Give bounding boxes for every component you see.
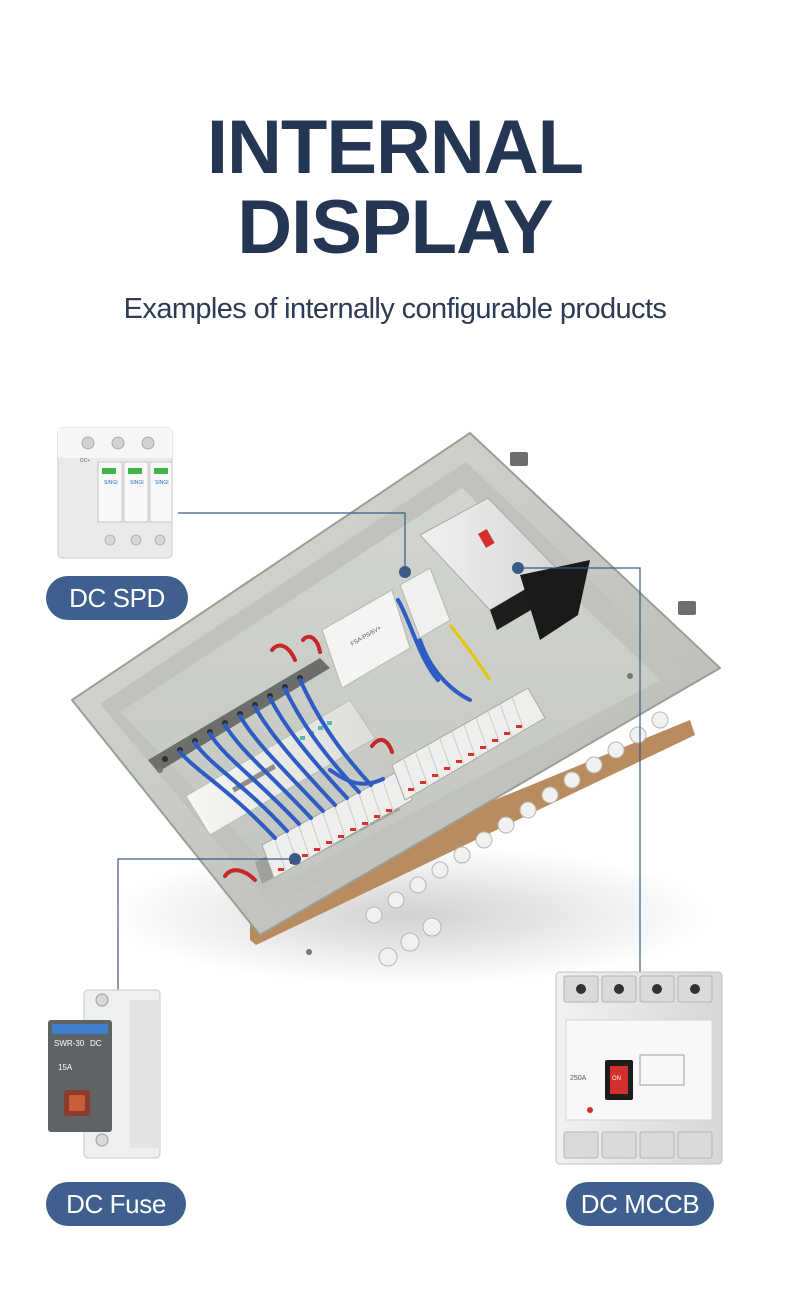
callout-dot-mccb <box>512 562 524 574</box>
dc-spd-label: DC SPD <box>46 576 188 620</box>
blue-wires <box>178 678 385 840</box>
spd-product: DC+ SINGI SINGI SINGI <box>57 427 173 559</box>
fuse-type: DC <box>90 1039 102 1048</box>
upper-blue-wires <box>396 598 472 702</box>
internal-spd <box>399 567 451 639</box>
fuse-rating: 15A <box>58 1063 73 1072</box>
dc-mccb-label: DC MCCB <box>566 1182 714 1226</box>
internal-mccb <box>419 497 590 640</box>
red-wires <box>223 634 394 882</box>
enclosure: FSA-PS/6V+ <box>70 431 722 985</box>
fuse-product: SWR-30 DC 15A <box>48 989 161 1159</box>
hinge-right <box>678 601 696 615</box>
spd-brand-3: SINGI <box>155 480 169 486</box>
enclosure-base-edge <box>250 720 695 945</box>
fuse-model: SWR-30 <box>54 1039 85 1048</box>
title-line-2: DISPLAY <box>237 185 553 270</box>
panel-screws <box>157 673 633 955</box>
callout-line-fuse <box>117 858 295 990</box>
page-title: INTERNAL DISPLAY <box>0 108 790 268</box>
cable-glands <box>365 711 669 967</box>
hinge-top <box>510 452 528 466</box>
spd-brand-2: SINGI <box>130 480 144 486</box>
spd-brand-1: SINGI <box>104 480 118 486</box>
callout-line-mccb <box>518 567 641 975</box>
spd-pole-label: DC+ <box>80 458 90 464</box>
mccb-rating: 250A <box>570 1075 587 1082</box>
mccb-switch-text: ON <box>612 1076 621 1082</box>
earth-wire <box>448 624 492 681</box>
fuse-holder-row-right <box>391 687 546 801</box>
spd-modules <box>97 461 173 523</box>
dc-fuse-label: DC Fuse <box>46 1182 186 1226</box>
callout-line-spd <box>178 512 406 572</box>
callout-dot-fuse <box>289 853 301 865</box>
callout-dots <box>289 562 524 865</box>
page-subtitle: Examples of internally configurable prod… <box>123 293 667 325</box>
callout-lines <box>117 512 641 990</box>
mccb-product: ON 250A <box>555 971 723 1165</box>
breaker-block <box>321 589 411 689</box>
title-line-1: INTERNAL <box>206 105 584 190</box>
callout-dot-spd <box>399 566 411 578</box>
